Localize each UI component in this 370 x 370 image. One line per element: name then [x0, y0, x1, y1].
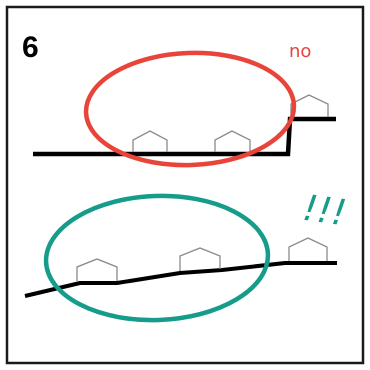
panel-frame — [5, 5, 365, 365]
bad-scenario: no — [33, 41, 336, 168]
bad-label: no — [289, 41, 311, 62]
house-outline-icon — [214, 130, 251, 152]
house-outline-icon — [179, 247, 221, 271]
terraced-ground-line — [24, 261, 337, 298]
house-outline-icon — [290, 94, 329, 117]
good-marker-ellipse — [43, 193, 271, 323]
panel-number: 6 — [22, 31, 39, 64]
house-outline-icon — [132, 130, 168, 152]
house-outline-icon — [288, 237, 328, 261]
house-outline-icon — [76, 258, 118, 281]
bad-marker-ellipse — [83, 50, 297, 168]
stepped-ground-line — [33, 116, 336, 157]
good-label: !!! — [300, 188, 349, 235]
good-scenario: !!! — [24, 188, 349, 323]
